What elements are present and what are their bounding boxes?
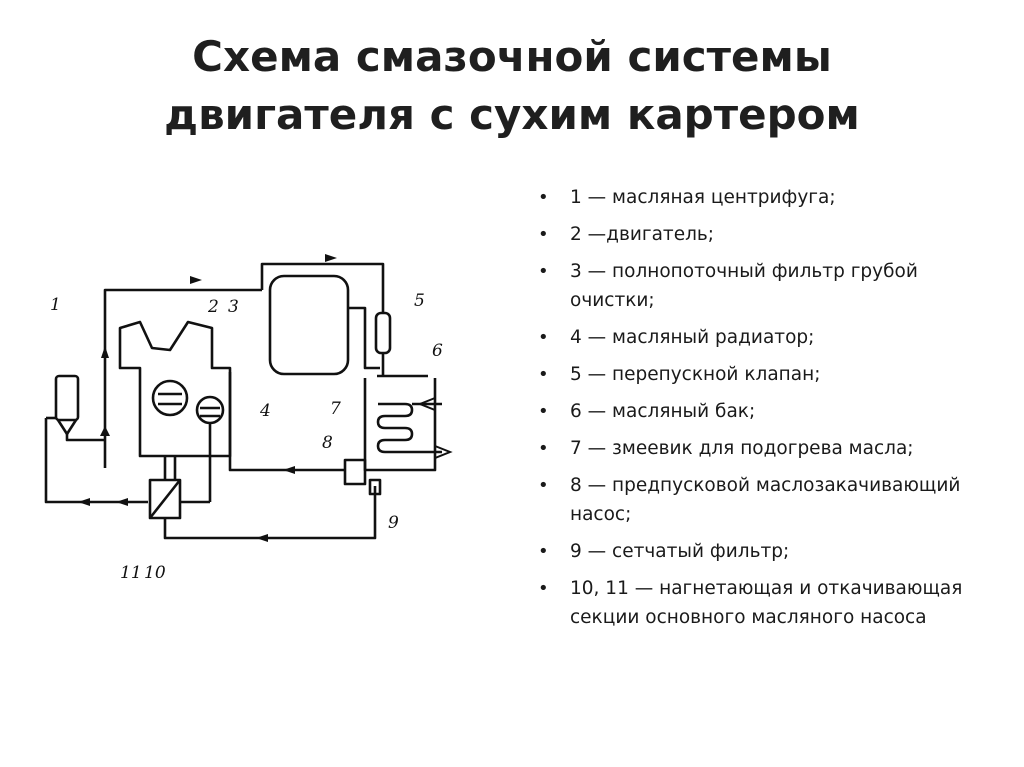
- arrow-flow-top: [190, 276, 202, 284]
- legend-item: 1 — масляная центрифуга;: [538, 183, 998, 212]
- pipe-top: [103, 288, 262, 468]
- centrifuge-1: [54, 374, 80, 422]
- title-line-2: двигателя с сухим картером: [164, 90, 860, 139]
- legend-item: 10, 11 — нагнетающая и откачивающая секц…: [538, 574, 998, 632]
- arrow-flow-bypass: [325, 254, 337, 262]
- legend-item: 2 —двигатель;: [538, 220, 998, 249]
- label-7: 7: [330, 399, 341, 419]
- label-9: 9: [388, 513, 399, 533]
- prestart-pump-8: [343, 458, 367, 486]
- pipe-return: [228, 372, 345, 472]
- title-line-1: Схема смазочной системы: [192, 32, 832, 81]
- engine-2: [118, 320, 232, 458]
- arrow-flow-pump: [116, 498, 128, 506]
- pipe-bypass: [260, 262, 385, 313]
- label-2: 2: [207, 297, 219, 317]
- coil-7: [376, 402, 414, 454]
- arrow-flow-bottom: [256, 534, 268, 542]
- label-5: 5: [414, 291, 425, 311]
- label-10: 10: [144, 563, 166, 583]
- legend-item: 3 — полнопоточный фильтр грубой очистки;: [538, 257, 998, 315]
- legend-item: 8 — предпусковой маслозакачивающий насос…: [538, 471, 998, 529]
- legend-item: 4 — масляный радиатор;: [538, 323, 998, 352]
- legend-item: 5 — перепускной клапан;: [538, 360, 998, 389]
- arrow-flow-up: [101, 346, 109, 358]
- lubrication-system-diagram: 1 2 3 4 5 6 7 8 9 10 11: [44, 254, 453, 583]
- filter-3: [151, 379, 189, 417]
- legend-item: 6 — масляный бак;: [538, 397, 998, 426]
- label-11: 11: [120, 563, 142, 583]
- slide-title: Схема смазочной системы двигателя с сухи…: [0, 28, 1024, 144]
- arrow-coil-out: [434, 444, 453, 460]
- legend-item: 7 — змеевик для подогрева масла;: [538, 434, 998, 463]
- label-6: 6: [432, 341, 443, 361]
- arrow-coil-in: [417, 396, 436, 412]
- component-legend: 1 — масляная центрифуга; 2 —двигатель; 3…: [538, 183, 998, 640]
- label-3: 3: [228, 297, 239, 317]
- legend-item: 9 — сетчатый фильтр;: [538, 537, 998, 566]
- label-8: 8: [322, 433, 333, 453]
- label-4: 4: [259, 401, 271, 421]
- bypass-valve-5: [374, 311, 392, 355]
- radiator-4: [268, 274, 350, 376]
- arrow-flow-left: [78, 498, 90, 506]
- arrow-flow-mid: [100, 426, 110, 436]
- screen-filter-9: [368, 478, 382, 496]
- arrow-flow-return: [283, 466, 295, 474]
- label-1: 1: [50, 295, 61, 315]
- oil-tank-6: [363, 378, 437, 472]
